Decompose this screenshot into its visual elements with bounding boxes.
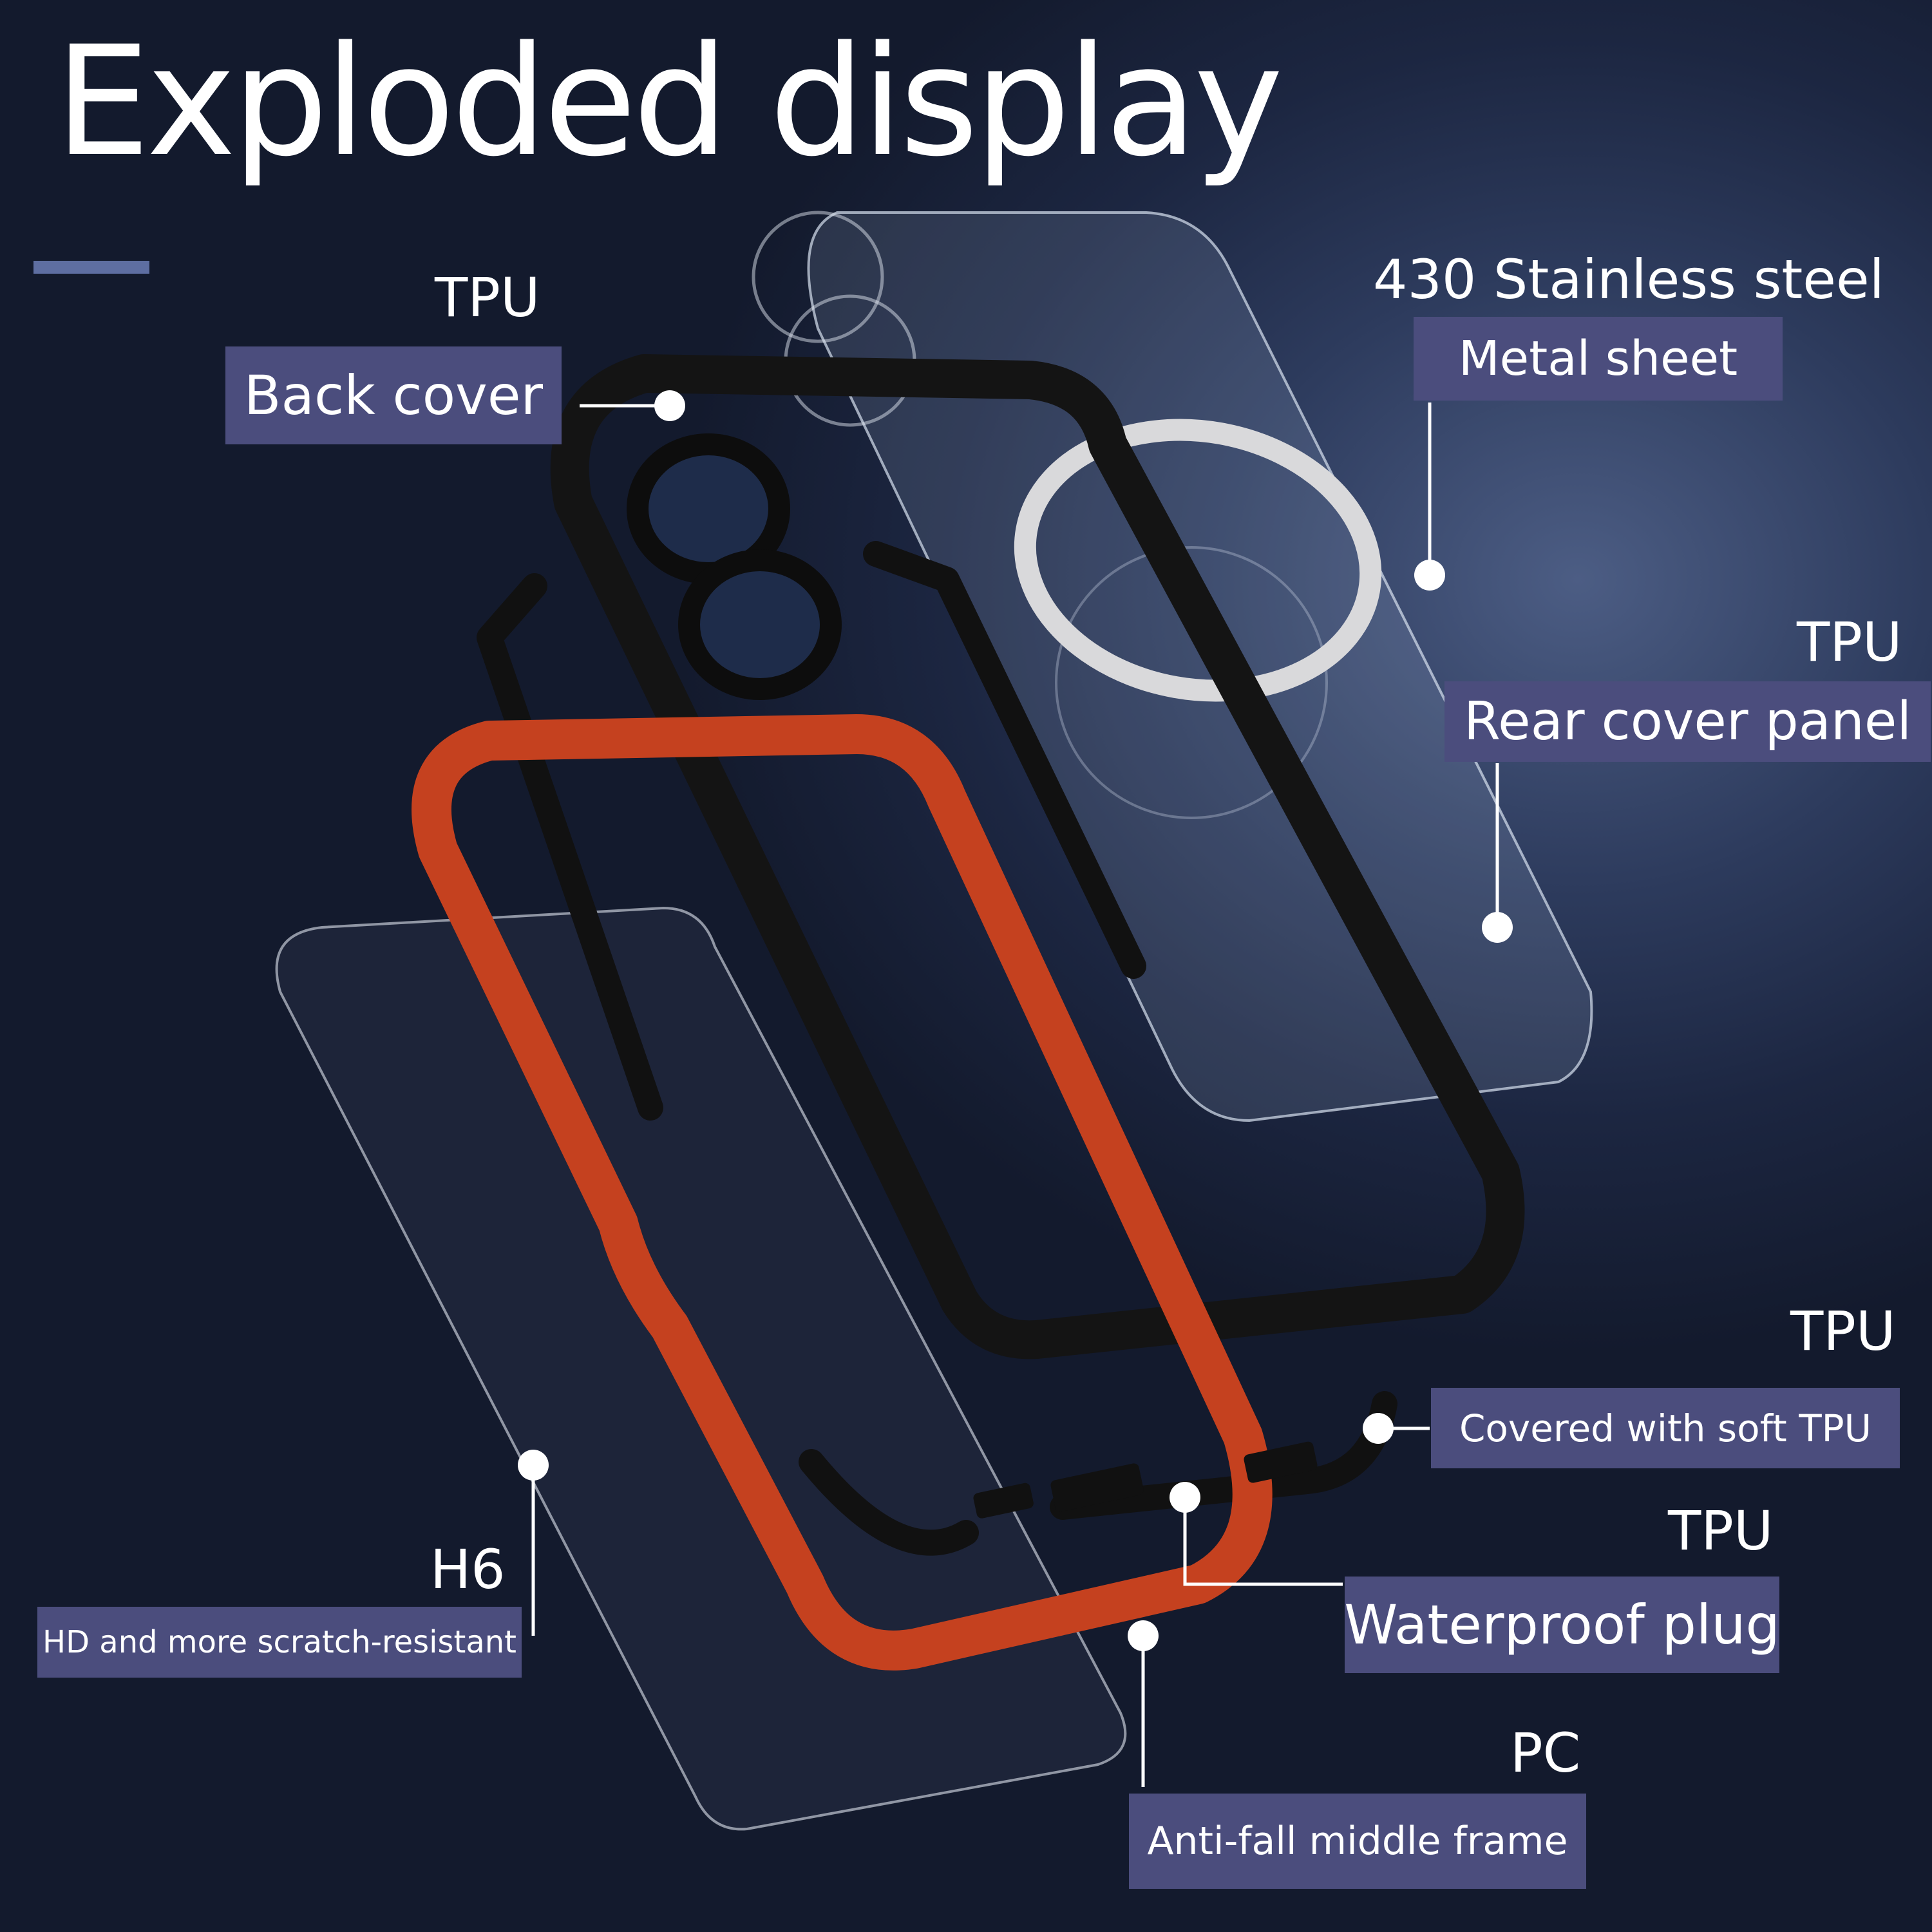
metal-sheet-ring [1014,419,1382,702]
waterproof-plug-material: TPU [1668,1499,1774,1562]
callout-dot [1414,560,1445,591]
metal-sheet-label: Metal sheet [1414,317,1783,401]
accent-bar [33,261,149,274]
screen-protector-label: HD and more scratch-resistant [37,1607,522,1678]
callout-dot [1482,912,1513,943]
camera-cutout [678,549,842,700]
back-cover-material: TPU [435,266,540,329]
rear-cover-panel-label: Rear cover panel [1444,681,1931,762]
callout-dot [1128,1620,1159,1651]
callout-dot [1170,1482,1200,1513]
soft-tpu-material: TPU [1790,1300,1896,1363]
back-cover-label: Back cover [225,346,562,444]
metal-sheet-material: 430 Stainless steel [1373,248,1884,311]
inner-black-frame [477,541,1397,1556]
middle-frame-label: Anti-fall middle frame [1129,1794,1586,1889]
soft-tpu-label: Covered with soft TPU [1431,1388,1900,1468]
callout-dot [1363,1413,1394,1444]
back-cover-frame [550,354,1525,1359]
callout-dot [654,390,685,421]
page-title: Exploded display [55,14,1283,190]
middle-frame-material: PC [1510,1721,1581,1785]
callout-dot [518,1450,549,1481]
anti-fall-middle-frame [412,714,1273,1671]
waterproof-plug-label: Waterproof plug [1344,1577,1780,1673]
screen-protector-material: H6 [430,1538,506,1601]
rear-cover-panel-glass [807,211,1593,1122]
rear-cover-panel-material: TPU [1797,611,1902,674]
waterproof-plug [973,1441,1318,1519]
